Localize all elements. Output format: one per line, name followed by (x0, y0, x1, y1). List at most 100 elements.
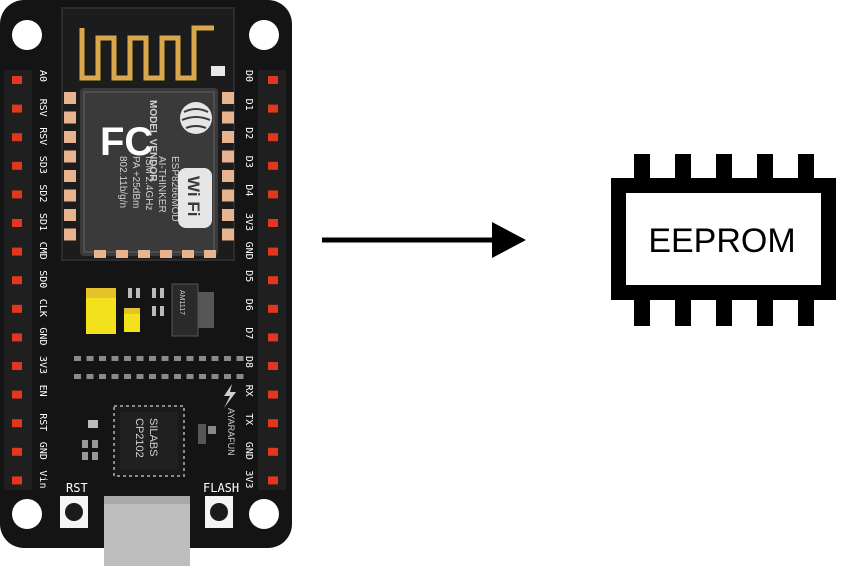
left-pin-label: SD3 (37, 156, 48, 174)
module-pad (64, 209, 76, 221)
pin-dot (12, 419, 22, 428)
left-pin-label: GND (37, 327, 48, 345)
right-pin-label: D3 (243, 156, 254, 168)
smd-pad (136, 374, 144, 379)
smd-pad (174, 374, 181, 379)
eeprom-pins (634, 154, 814, 326)
right-pin-label: 3V3 (243, 213, 254, 231)
smd-rows (74, 356, 244, 379)
pin-dot (12, 333, 22, 342)
pin-dot (12, 104, 22, 113)
left-pin-label: SD2 (37, 184, 48, 202)
mounting-hole (249, 499, 279, 529)
left-pin-label: Vin (37, 470, 48, 488)
smd-pad (124, 374, 131, 379)
smd-pad (186, 374, 194, 379)
module-spec-line: 802.11b/g/n (117, 156, 128, 208)
voltage-regulator: AM1117 (171, 283, 214, 337)
smd-pad (224, 374, 231, 379)
eeprom-pin (716, 298, 732, 326)
module-pad (64, 111, 76, 124)
smd-pad (224, 356, 231, 361)
eeprom-pin (675, 154, 691, 180)
smd-pad (211, 356, 219, 361)
pin-dot (12, 476, 22, 485)
smd-pad (99, 356, 106, 361)
left-pin-label: CLK (37, 299, 48, 317)
module-pad (222, 92, 234, 104)
eeprom-inner (626, 193, 821, 285)
module-spec-line: ESP8266MOD (169, 156, 180, 222)
module-pad (222, 111, 234, 124)
pin-dot (268, 104, 278, 113)
flash-label: FLASH (203, 481, 239, 495)
pin-dot (12, 190, 22, 199)
pin-dot (268, 362, 278, 370)
right-pin-label: 3V3 (243, 470, 254, 488)
pin-dot (268, 390, 278, 399)
module-pad (94, 250, 106, 258)
pin-dot (12, 304, 22, 313)
right-pin-label: D8 (243, 356, 254, 368)
pin-dot (268, 419, 278, 428)
smd-pad (74, 374, 81, 379)
module-label: MODEL VENDOR (147, 100, 158, 182)
module-spec-line: AI-THINKER (156, 156, 167, 213)
left-pin-label: A0 (37, 70, 48, 82)
module-pad (222, 150, 234, 163)
smd-pad (124, 356, 131, 361)
left-pin-label: SD1 (37, 213, 48, 231)
right-pin-label: D6 (243, 299, 254, 311)
pin-dot (12, 247, 22, 256)
eeprom-pin (634, 298, 650, 326)
right-pin-label: D4 (243, 184, 254, 196)
antenna-pad (211, 66, 225, 76)
smd-pad (186, 356, 194, 361)
module-pad (222, 131, 234, 143)
pin-dot (268, 161, 278, 170)
module-spec-line: PA +25dBm (130, 156, 141, 208)
svg-text:SILABS: SILABS (147, 418, 159, 457)
smd-pad (149, 374, 156, 379)
module-pad (138, 250, 150, 258)
maker-label: AYARAFUN (226, 408, 236, 456)
pin-dot (268, 476, 278, 485)
mounting-hole (12, 20, 42, 50)
module-pad (222, 228, 234, 241)
smd-pad (161, 374, 169, 379)
pin-dot (268, 333, 278, 342)
module-spec-line: ISM 2.4GHz (143, 156, 154, 210)
eeprom-pin (798, 298, 814, 326)
rst-label: RST (66, 481, 88, 495)
right-pin-label: D2 (243, 127, 254, 139)
right-pin-label: GND (243, 242, 254, 260)
pin-dot (12, 362, 22, 370)
left-pin-label: SD0 (37, 270, 48, 288)
eeprom-label: EEPROM (648, 222, 795, 260)
right-pin-label: D1 (243, 99, 254, 111)
eeprom-pin (798, 154, 814, 180)
pin-dot (268, 190, 278, 199)
right-pin-label: GND (243, 442, 254, 460)
smd-pad (99, 374, 106, 379)
right-pin-label: D5 (243, 270, 254, 282)
lightning-icon (224, 384, 236, 408)
esp-module: FC MODEL VENDOR ESP8266MODAI-THINKERISM … (61, 7, 235, 261)
right-pin-label: D7 (243, 327, 254, 339)
antenna-trace (79, 25, 214, 81)
right-pin-dots (268, 76, 278, 485)
smd-pad (236, 356, 244, 361)
eeprom-pin (757, 154, 773, 180)
svg-text:Wi Fi: Wi Fi (184, 176, 203, 216)
pin-dot (12, 447, 22, 456)
pin-dot (268, 247, 278, 256)
arrow-head (492, 222, 526, 258)
module-pad (116, 250, 128, 258)
smd-pad (236, 374, 244, 379)
flash-button (205, 496, 233, 528)
arrow (322, 222, 526, 258)
eeprom-pin (757, 298, 773, 326)
smd-pad (111, 374, 119, 379)
usb-connector (104, 496, 190, 566)
nodemcu-board: A0RSVRSVSD3SD2SD1CMDSD0CLKGND3V3ENRSTGND… (0, 0, 292, 566)
